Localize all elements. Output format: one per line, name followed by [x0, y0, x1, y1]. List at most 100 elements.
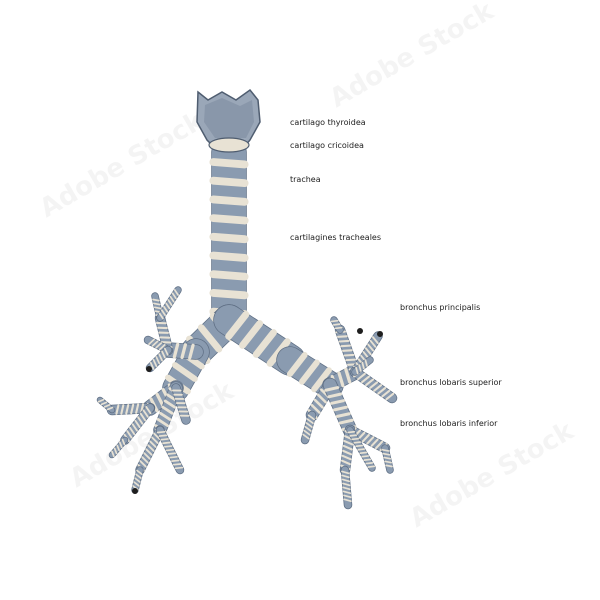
cartilage-ring [338, 339, 350, 343]
cartilage-ring [384, 460, 392, 464]
cartilage-ring [103, 404, 111, 408]
cartilage-ring [341, 349, 353, 352]
cartilage-ring [129, 426, 136, 436]
cartilage-ring [343, 498, 352, 503]
cartilage-ring [359, 451, 368, 455]
cartilage-ring [116, 444, 120, 452]
cartilage-ring [106, 406, 114, 411]
cartilage-ring [162, 441, 171, 445]
cartilage-ring [160, 309, 166, 316]
cartilage-ring [252, 329, 277, 358]
cartilage-ring [155, 392, 165, 408]
cricoid-cartilage [208, 137, 250, 153]
cartilage-ring [169, 455, 178, 459]
segmental-bronchus [300, 410, 317, 445]
cartilage-ring [137, 416, 144, 425]
cartilage-ring [160, 438, 169, 441]
cartilage-ring [155, 356, 161, 365]
segmental-bronchus [381, 444, 394, 474]
cartilage-ring [304, 426, 312, 432]
cartilage-ring [335, 412, 351, 418]
bronchus-opening [357, 328, 363, 334]
cartilage-ring [141, 456, 149, 464]
segmental-bronchus [145, 345, 173, 373]
cartilage-ring [361, 455, 370, 458]
cartilage-ring [361, 361, 365, 370]
segmental-bronchus [171, 383, 191, 425]
cartilage-ring [209, 158, 249, 169]
cartilage-ring [286, 352, 308, 378]
segmental-bronchus [156, 286, 182, 322]
cartilage-ring [383, 456, 392, 460]
right-lower-lobar-bronchus [322, 377, 358, 438]
cartilage-ring [136, 469, 143, 476]
cartilage-ring [343, 353, 355, 357]
cartilage-ring [158, 353, 163, 362]
cartilage-ring [149, 361, 155, 370]
cartilage-ring [153, 302, 161, 306]
cartilage-ring [152, 298, 160, 302]
cartilage-ring [305, 422, 313, 428]
cartilage-ring [358, 364, 362, 372]
cartilage-ring [163, 399, 177, 409]
cartilage-ring [369, 381, 379, 389]
cartilage-ring [153, 432, 161, 440]
segmental-bronchus [349, 366, 398, 404]
cartilage-ring [385, 392, 395, 401]
cartilage-ring [188, 343, 195, 360]
cartilage-ring [364, 347, 372, 356]
cartilage-ring [337, 371, 345, 388]
cartilage-ring [239, 320, 264, 349]
cartilage-ring [362, 351, 370, 359]
cartilage-ring [209, 270, 249, 281]
cartilage-ring [171, 459, 180, 462]
label-cartilago-thyroidea: cartilago thyroidea [290, 118, 366, 127]
cartilage-ring [172, 342, 180, 359]
cartilage-ring [120, 404, 125, 415]
cartilage-ring [302, 433, 310, 440]
label-cartilagines-tracheales: cartilagines tracheales [290, 233, 382, 242]
cartilage-ring [334, 326, 343, 330]
cartilage-ring [209, 214, 249, 225]
segmental-bronchus [155, 425, 185, 475]
cartilage-ring [367, 343, 375, 352]
cartilage-ring [353, 441, 362, 444]
cartilage-ring [126, 430, 133, 439]
cartilage-ring [152, 359, 158, 367]
cartilage-ring [121, 438, 126, 446]
cartilage-ring [140, 403, 145, 414]
cartilage-ring [151, 436, 159, 444]
cartilage-ring [133, 481, 140, 487]
cartilage-ring [161, 350, 166, 359]
cartilage-ring [209, 195, 249, 206]
cartilage-ring [342, 482, 351, 487]
bronchus-opening [132, 488, 138, 494]
cartilage-ring [100, 401, 108, 406]
cartilage-ring [225, 311, 250, 340]
cartilage-ring [180, 343, 187, 360]
cartilage-ring [172, 362, 198, 382]
bronchus-opening [146, 366, 152, 372]
label-cartilago-cricoidea: cartilago cricoidea [290, 141, 364, 150]
cartilage-ring [156, 430, 166, 434]
cartilage-ring [377, 387, 387, 395]
cartilage-ring [135, 473, 142, 479]
cartilage-ring [375, 440, 384, 450]
cartilage-ring [351, 437, 360, 441]
cartilage-ring [209, 288, 249, 300]
cartilage-ring [311, 367, 332, 393]
cartilage-ring [370, 438, 379, 447]
cartilage-ring [131, 423, 138, 432]
cartilage-ring [363, 458, 372, 461]
segmental-bronchus [108, 436, 129, 459]
cartilage-ring [130, 403, 135, 415]
cartilage-ring [341, 454, 352, 461]
cartilage-ring [174, 466, 184, 470]
cartilage-ring [344, 367, 352, 384]
cartilage-ring [172, 463, 182, 466]
segmental-bronchus [131, 466, 144, 494]
cartilage-ring [345, 358, 357, 362]
cartilage-ring [347, 430, 356, 434]
cartilage-ring [373, 384, 383, 392]
cartilage-ring [382, 452, 391, 456]
